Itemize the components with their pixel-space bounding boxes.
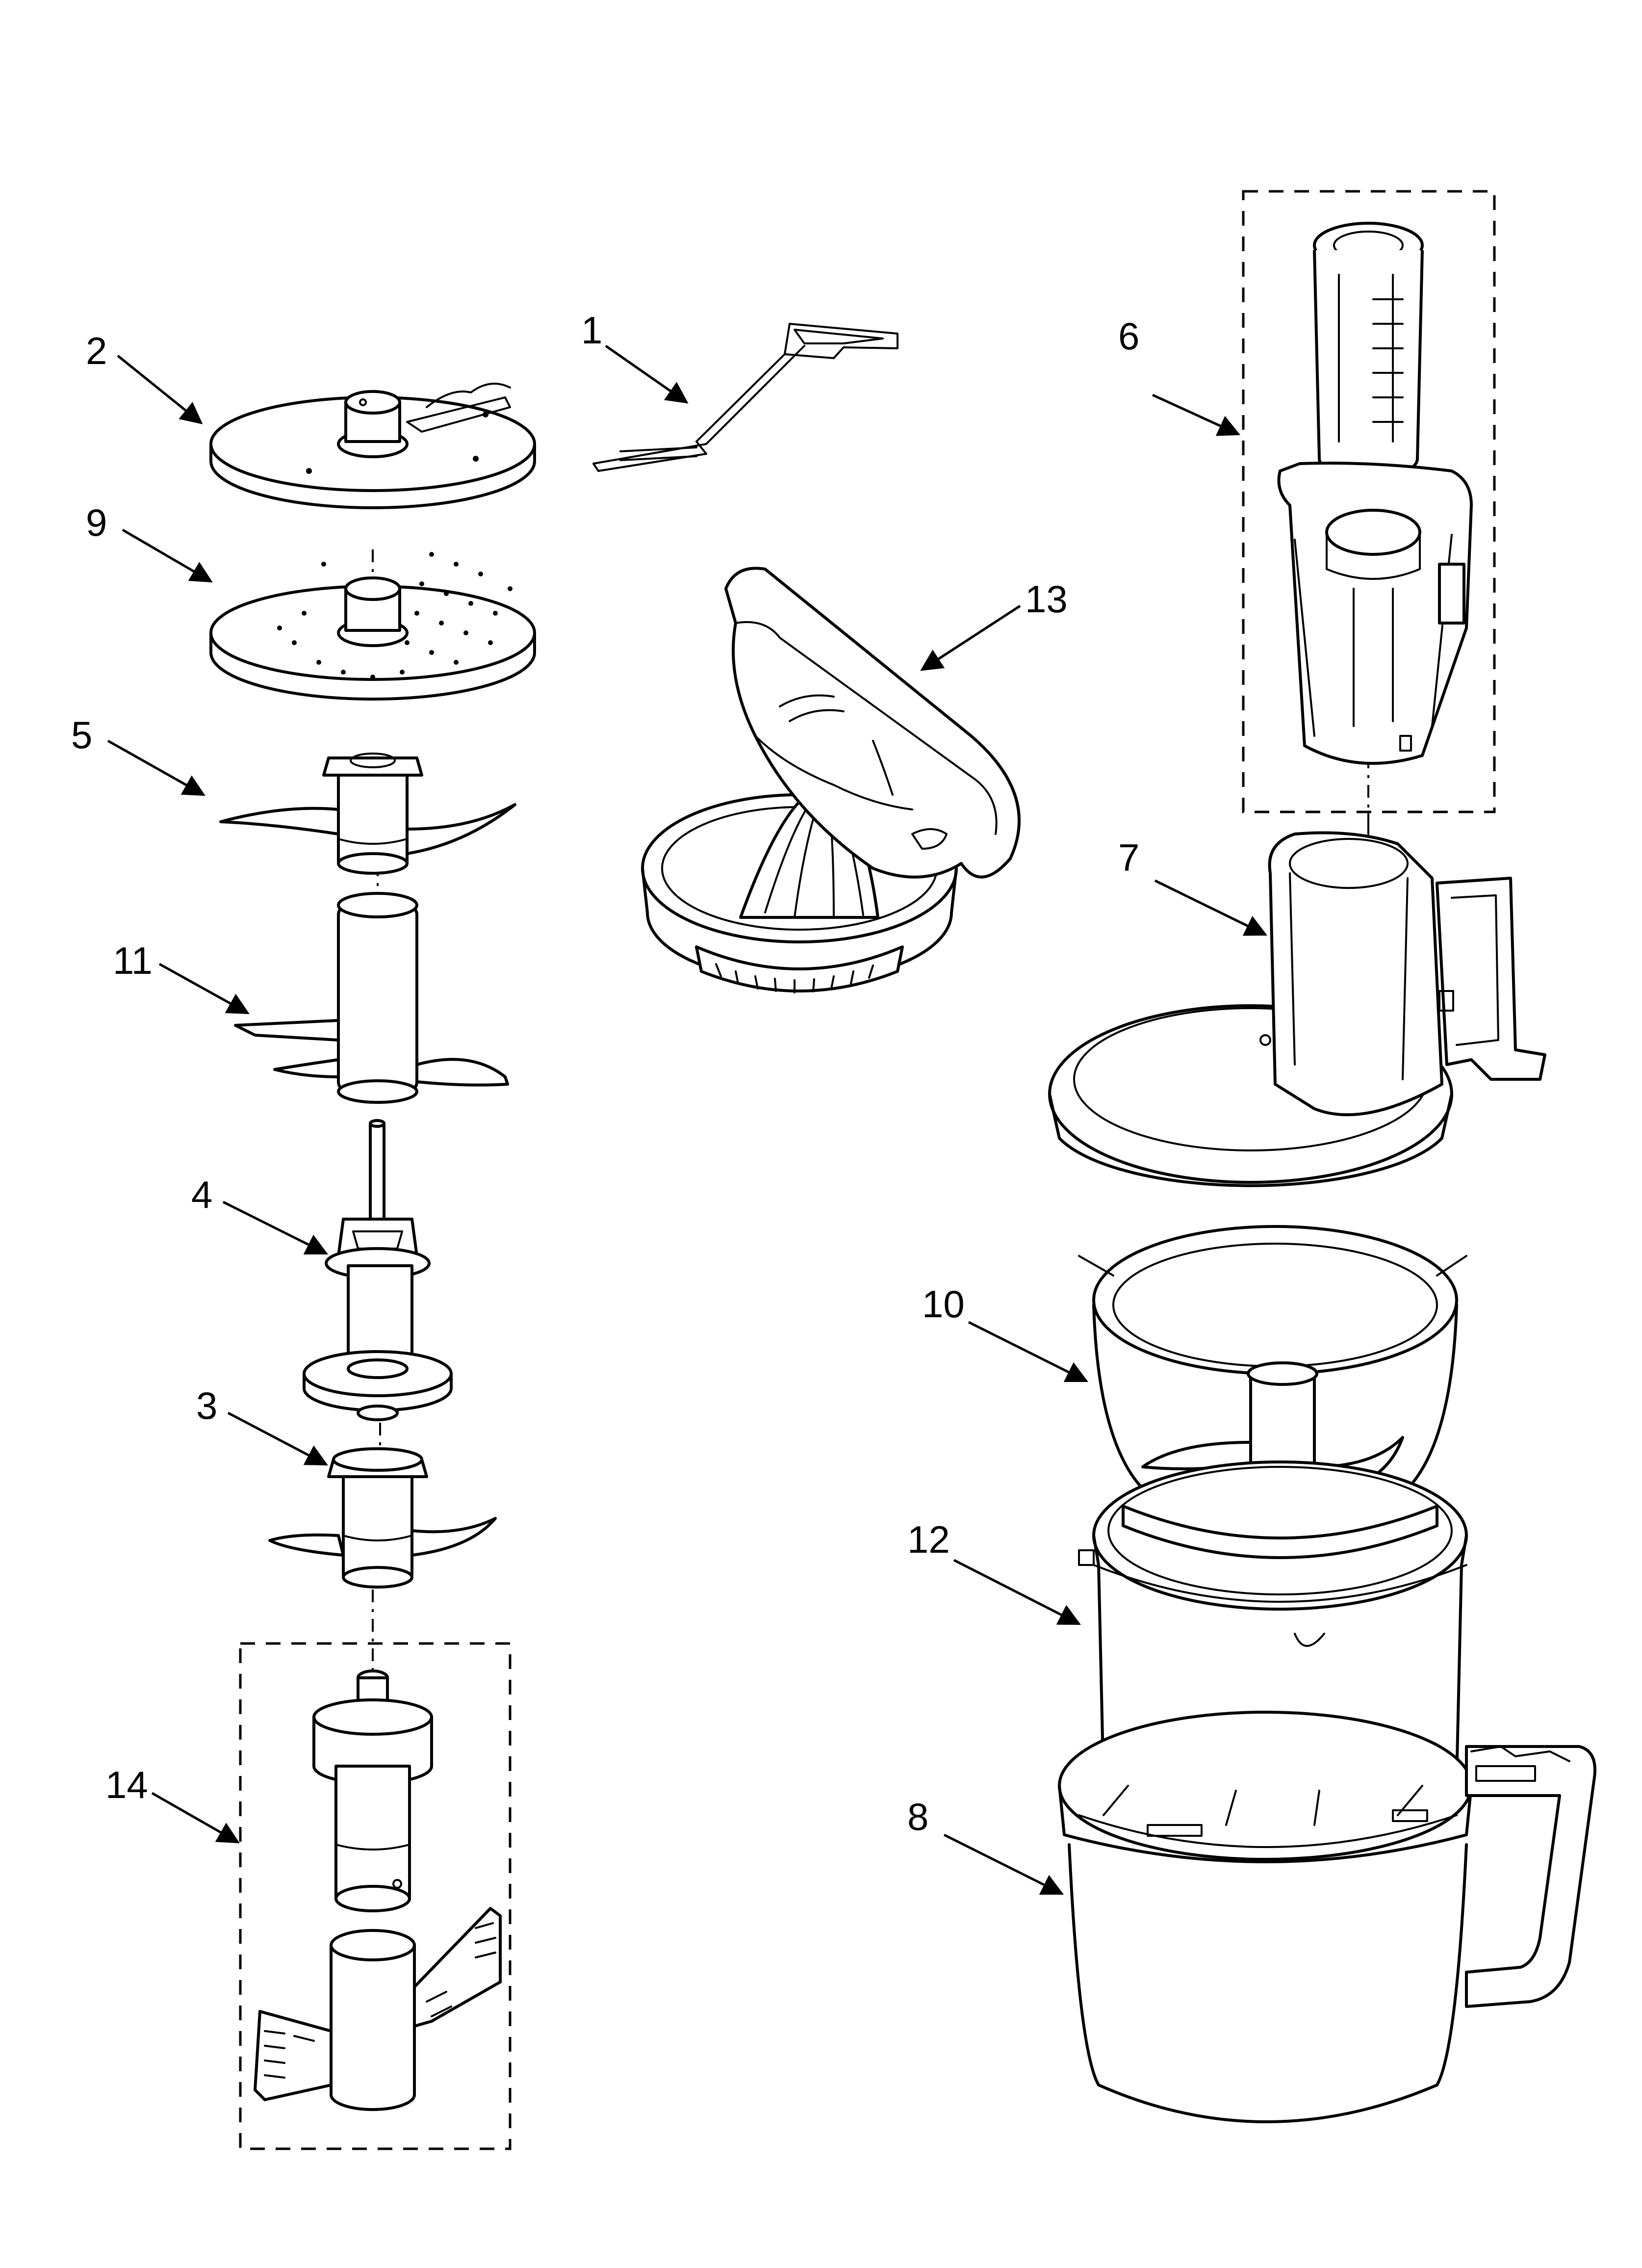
leader-1 [605,344,689,404]
callout-label-14: 14 [105,1763,148,1806]
callout-label-11: 11 [113,939,153,982]
callout-label-1: 1 [581,309,602,352]
part-12-medium-bowl [1078,1460,1468,1809]
part-13-citrus-press [641,567,1021,993]
leader-4 [222,1200,329,1255]
callout-label-6: 6 [1118,314,1139,358]
callout-label-3: 3 [196,1384,217,1427]
callout-label-8: 8 [907,1795,928,1838]
part-6-pusher [1313,222,1424,480]
leader-2 [117,355,203,424]
part-14-dough-blade [254,1669,502,2111]
part-1-spatula [592,323,898,472]
leader-arrows [107,344,1268,1895]
leader-12 [953,1559,1081,1625]
callout-label-10: 10 [922,1282,965,1326]
part-4-drive-adapter [303,1119,453,1421]
part-11-large-blade [234,892,509,1104]
leader-13 [920,604,1021,671]
part-6-feed-tube [1277,462,1473,765]
leader-5 [107,739,205,796]
part-9-shredding-disc [209,552,536,701]
callout-label-7: 7 [1118,836,1139,879]
leader-7 [1154,879,1268,936]
leader-11 [158,963,250,1015]
part-7-lid [1048,831,1546,1187]
part-8-work-bowl [1058,1711,1596,2123]
callout-label-9: 9 [86,501,107,544]
leader-6 [1152,393,1241,436]
callout-label-13: 13 [1025,577,1068,621]
callout-labels: 2 9 5 11 4 3 14 1 13 6 7 10 12 8 [71,309,1139,1838]
part-2-slicing-disc [209,383,536,509]
callout-label-2: 2 [86,329,107,372]
part-3-mini-blade [268,1447,497,1589]
leader-10 [968,1321,1089,1382]
callout-label-12: 12 [907,1518,950,1561]
callout-label-5: 5 [71,713,92,756]
leader-3 [227,1411,328,1466]
callout-label-4: 4 [191,1173,212,1216]
leader-14 [151,1792,240,1844]
part-5-small-blade [219,753,516,875]
leader-8 [943,1833,1064,1895]
group-box-14 [239,1642,512,2150]
leader-9 [122,528,213,583]
